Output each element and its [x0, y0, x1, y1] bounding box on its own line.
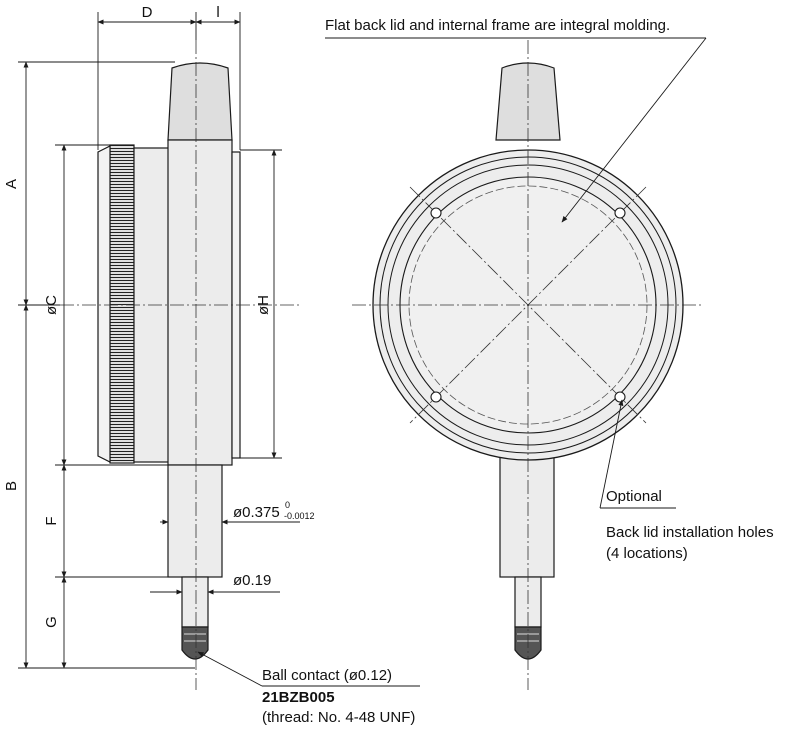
lid-hole-bottom-right [614, 391, 626, 403]
back-view: Flat back lid and internal frame are int… [325, 17, 774, 690]
lid-hole-top-left [430, 207, 442, 219]
holes-label-line2: (4 locations) [606, 545, 688, 562]
front-cover [97, 145, 111, 463]
dim-stem-tol-lower: -0.0012 [284, 511, 315, 521]
contact-point [181, 626, 209, 660]
dim-d-label: D [142, 4, 153, 21]
stem [167, 464, 223, 578]
lid-hole-top-right [614, 207, 626, 219]
dim-l-label: l [216, 4, 219, 21]
dim-g-label: G [43, 616, 60, 628]
holes-label-line1: Back lid installation holes [606, 524, 774, 541]
thread-label: (thread: No. 4-48 UNF) [262, 709, 415, 726]
dim-f-label: F [43, 516, 60, 525]
dim-spindle-label: ø0.19 [233, 572, 271, 589]
bezel-knurl [109, 144, 135, 464]
dim-h-label: øH [255, 295, 272, 315]
back-stem [499, 439, 555, 578]
dim-b-label: B [3, 481, 20, 491]
lid-hole-bottom-left [430, 391, 442, 403]
dim-a-label: A [3, 179, 20, 189]
part-number-label: 21BZB005 [262, 689, 335, 706]
back-lid-annotation: Flat back lid and internal frame are int… [325, 17, 670, 34]
case-main [167, 139, 233, 466]
dim-stem-label: ø0.375 [233, 504, 280, 521]
ball-contact-label: Ball contact (ø0.12) [262, 667, 392, 684]
dim-stem-tol-upper: 0 [285, 500, 290, 510]
crown-cap [167, 62, 233, 141]
optional-label: Optional [606, 488, 662, 505]
spindle [181, 576, 209, 628]
side-view: D l A B øC F G øH ø0.375 0 -0.0012 [3, 4, 420, 726]
dim-c-label: øC [43, 295, 60, 315]
